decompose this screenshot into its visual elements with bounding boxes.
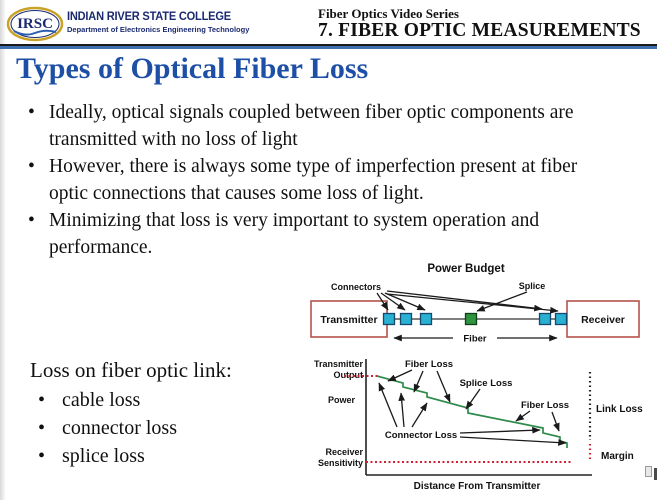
bullet-item: Ideally, optical signals coupled between… [22, 99, 614, 153]
logo-inner-ring [10, 10, 60, 38]
connectors-label: Connectors [331, 282, 381, 292]
college-name: INDIAN RIVER STATE COLLEGE [67, 11, 231, 23]
receiver-sensitivity-label: Receiver [325, 447, 363, 457]
video-frame-right-artifact [654, 468, 657, 480]
receiver-sensitivity-label2: Sensitivity [318, 458, 363, 468]
graph-callout-arrows [378, 369, 567, 446]
splice-arrow [476, 291, 528, 312]
page-title: Types of Optical Fiber Loss [16, 52, 369, 85]
video-frame-left-edge [0, 0, 6, 500]
lecture-title: 7. FIBER OPTIC MEASUREMENTS [318, 20, 641, 41]
fiber-loss-label-1: Fiber Loss [405, 359, 453, 370]
loss-list-item: splice loss [32, 442, 177, 470]
irsc-logo: IRSC [6, 6, 64, 42]
connector-square [538, 312, 552, 326]
bullet-item: Minimizing that loss is very important t… [22, 207, 614, 261]
connector-square [419, 312, 433, 326]
bullet-item: However, there is always some type of im… [22, 153, 614, 207]
link-loss-label: Link Loss [596, 404, 643, 415]
transmitter-output-label2: Output [334, 370, 364, 380]
department-name: Department of Electronics Engineering Te… [67, 25, 250, 34]
power-budget-diagram: Power Budget Connectors Splice Transmitt… [310, 263, 640, 345]
splice-square [464, 312, 478, 326]
connector-square [382, 312, 396, 326]
power-budget-title: Power Budget [427, 263, 504, 275]
header-divider-dark [0, 44, 657, 46]
connectors-arrows [376, 290, 559, 314]
receiver-label: Receiver [581, 314, 625, 326]
splice-label: Splice [519, 281, 546, 291]
x-axis-label: Distance From Transmitter [414, 481, 541, 492]
transmitter-output-label: Transmitter [314, 359, 364, 369]
fiber-span-label: Fiber [463, 334, 487, 345]
series-label: Fiber Optics Video Series [318, 6, 459, 21]
header-divider-blue [0, 46, 657, 49]
fiber-loss-label-2: Fiber Loss [521, 400, 569, 411]
power-axis-label: Power [328, 395, 356, 405]
logo-gold-ring [6, 6, 64, 42]
transmitter-label: Transmitter [320, 314, 377, 326]
loss-list-item: cable loss [32, 386, 177, 414]
connector-square [554, 312, 568, 326]
connector-square [399, 312, 413, 326]
bullet-list: Ideally, optical signals coupled between… [22, 99, 614, 261]
connector-loss-label: Connector Loss [385, 430, 457, 441]
loss-list: cable loss connector loss splice loss [32, 386, 177, 470]
logo-text: IRSC [17, 16, 53, 32]
logo-wave [13, 29, 57, 36]
margin-label: Margin [601, 451, 634, 462]
link-loss-graph: Transmitter Output Power Receiver Sensit… [314, 359, 643, 492]
splice-loss-label: Splice Loss [460, 378, 513, 389]
loss-list-item: connector loss [32, 414, 177, 442]
loss-list-heading: Loss on fiber optic link: [30, 358, 232, 382]
slide-corner-mark [645, 466, 652, 477]
